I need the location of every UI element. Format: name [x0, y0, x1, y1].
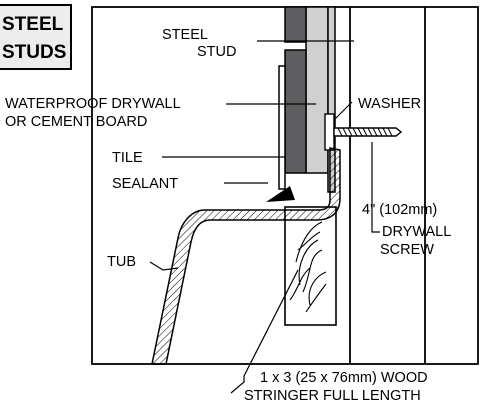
- label-steel-stud-line-2: STUD: [197, 44, 236, 60]
- label-washer: WASHER: [358, 96, 421, 112]
- steel-studs-badge: STEEL STUDS: [0, 4, 72, 70]
- label-stringer-line-1: 1 x 3 (25 x 76mm) WOOD: [260, 370, 428, 386]
- wood-stringer: [284, 206, 337, 326]
- leader-tub: [149, 261, 179, 271]
- label-screw-line-2: DRYWALL: [382, 224, 451, 240]
- wood-grain: [289, 221, 327, 313]
- label-stringer-line-2: STRINGER FULL LENGTH: [244, 388, 421, 404]
- leader-washer: [333, 101, 353, 121]
- leader-screw: [371, 142, 380, 233]
- drywall-board: [284, 6, 307, 174]
- label-steel-stud-line-1: STEEL: [162, 27, 208, 43]
- tub-wall: [151, 147, 341, 365]
- label-screw-line-3: SCREW: [380, 242, 434, 258]
- label-tile: TILE: [112, 150, 143, 166]
- sealant-bead: [266, 186, 295, 202]
- label-screw-line-1: 4" (102mm): [362, 202, 437, 218]
- drywall-board-top: [284, 6, 307, 43]
- badge-box: [0, 4, 72, 70]
- drywall-board-lower: [284, 49, 307, 174]
- screw-assembly: [324, 113, 403, 151]
- label-drywall-line-2: OR CEMENT BOARD: [5, 114, 147, 130]
- steel-stud: [305, 6, 336, 193]
- label-sealant: SEALANT: [112, 176, 178, 192]
- washer: [324, 113, 335, 151]
- label-tub: TUB: [107, 254, 136, 270]
- leader-stringer: [230, 269, 299, 394]
- screw-thread: [337, 127, 393, 137]
- badge-line-1: STEEL: [2, 14, 64, 35]
- badge-line-2: STUDS: [2, 42, 66, 63]
- tile: [278, 65, 286, 190]
- label-drywall-line-1: WATERPROOF DRYWALL: [5, 96, 181, 112]
